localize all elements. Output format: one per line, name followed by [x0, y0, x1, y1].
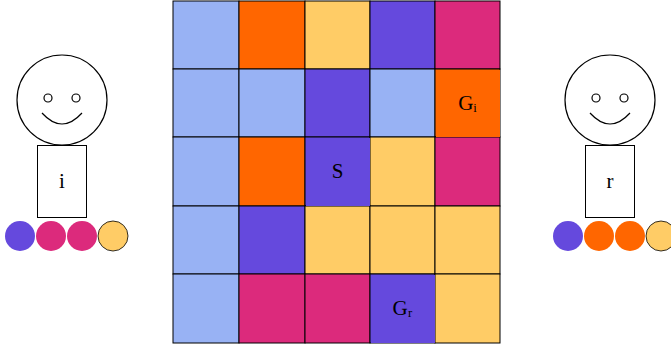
grid-cell — [435, 274, 500, 343]
grid-cell — [173, 206, 239, 274]
grid-cell — [173, 1, 239, 69]
grid-cell — [173, 137, 239, 206]
grid-cell — [370, 137, 435, 206]
grid-cell — [239, 137, 305, 206]
color-grid — [173, 1, 500, 343]
agent-box: i — [37, 145, 87, 218]
grid-cell — [435, 137, 500, 206]
grid-cell — [305, 1, 370, 69]
node-label: r — [607, 171, 614, 192]
node-label: Gᵢ — [458, 93, 477, 114]
node-label: Gᵣ — [393, 298, 413, 319]
node-label: S — [332, 161, 344, 182]
grid-cell — [435, 206, 500, 274]
grid-cell — [305, 274, 370, 343]
grid-cell — [370, 69, 435, 137]
left-figure — [17, 55, 107, 145]
grid-cell — [370, 1, 435, 69]
grid-cell — [435, 1, 500, 69]
agent-box: r — [585, 145, 635, 218]
grid-cell — [305, 69, 370, 137]
grid-cell — [435, 69, 500, 137]
grid-cell — [239, 1, 305, 69]
grid-cell — [305, 206, 370, 274]
grid-cell-label: Gᵣ — [371, 275, 435, 343]
grid-cell — [239, 206, 305, 274]
right-tokens — [553, 221, 671, 251]
grid-cell — [173, 69, 239, 137]
node-label: i — [59, 171, 65, 192]
grid-cell — [370, 274, 435, 343]
grid-cell — [239, 69, 305, 137]
grid-cell-label: S — [306, 138, 370, 206]
grid-cell — [305, 137, 370, 206]
grid-cell — [370, 206, 435, 274]
grid-cell-label: Gᵢ — [436, 70, 500, 137]
left-tokens — [5, 221, 128, 251]
grid-cell — [173, 274, 239, 343]
grid-cell — [239, 274, 305, 343]
right-figure — [565, 55, 655, 145]
